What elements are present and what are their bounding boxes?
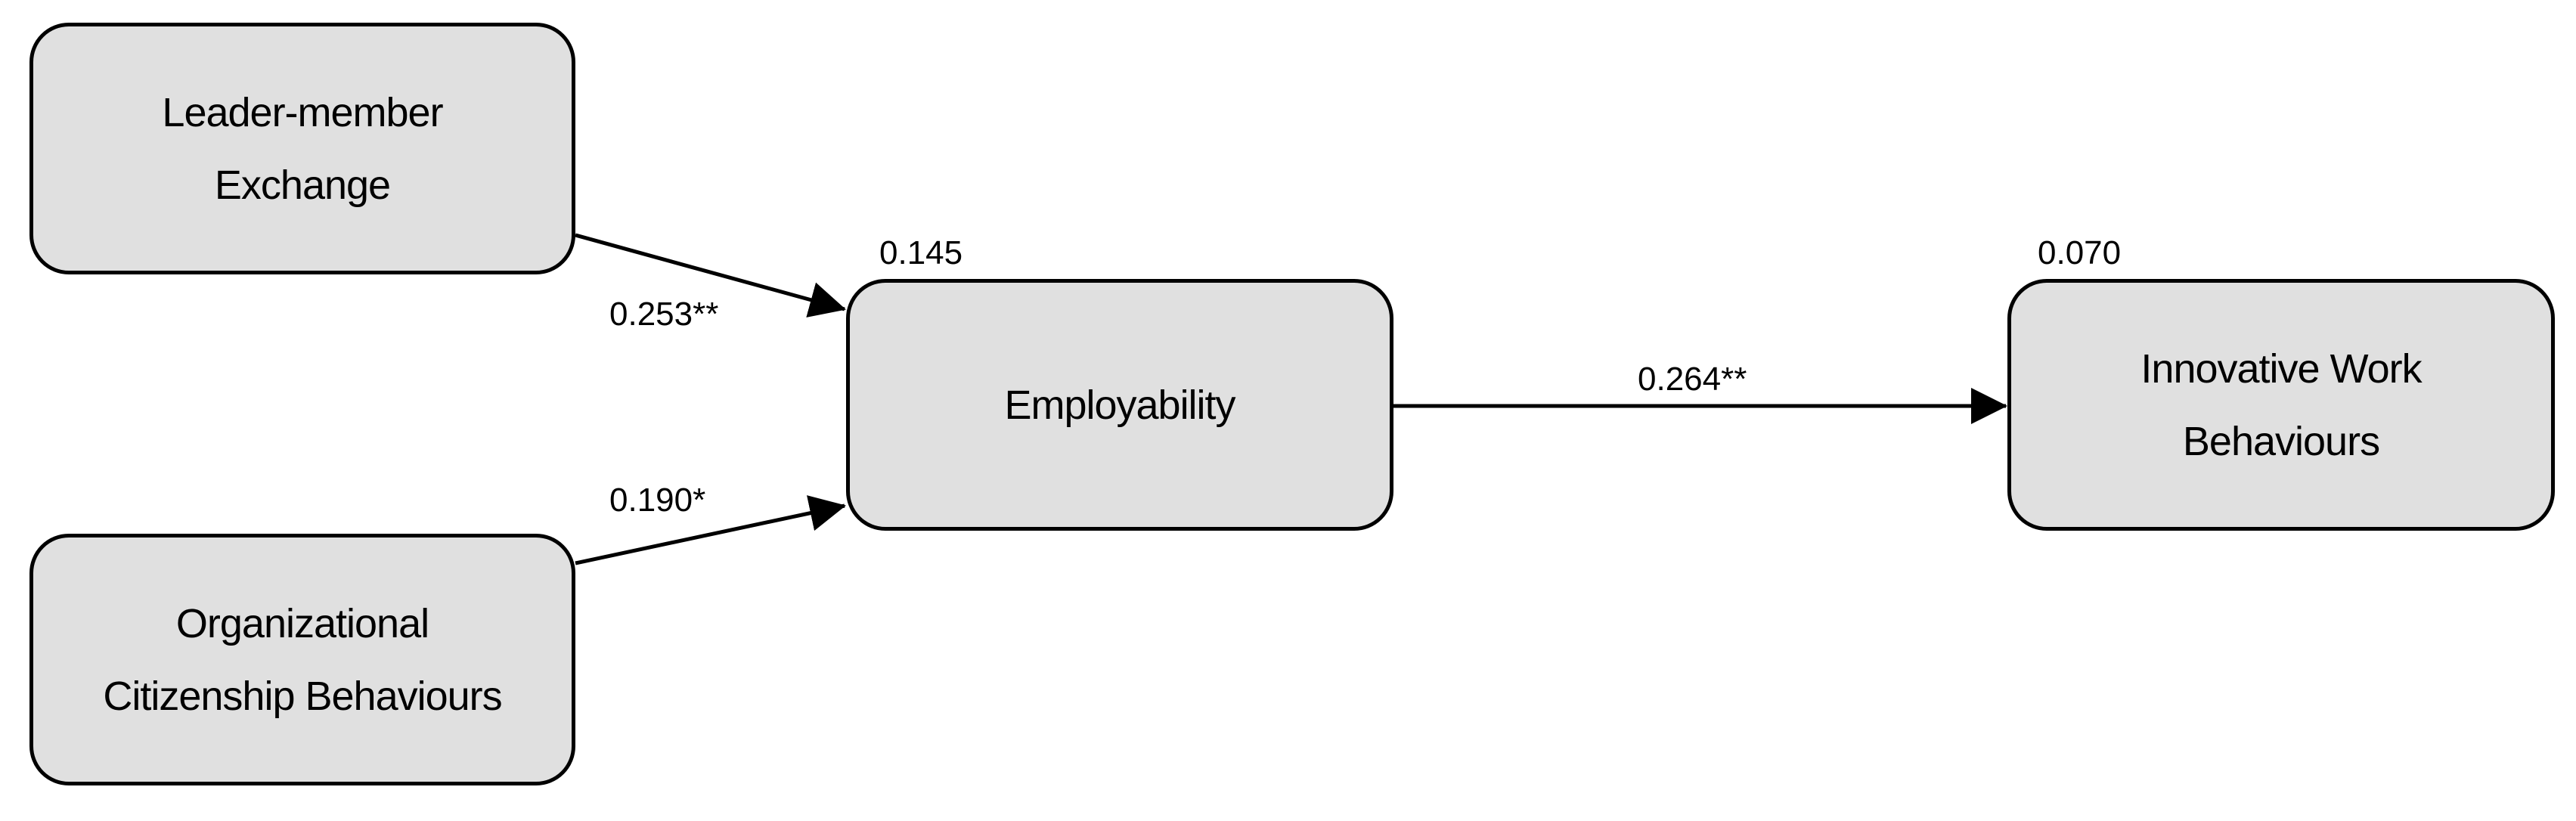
path-coefficient-ocb: 0.190* — [609, 482, 706, 519]
path-coefficient-lmx: 0.253** — [609, 296, 719, 333]
arrow-ocb-to-employability — [575, 495, 846, 565]
node-label: Leader-member Exchange — [162, 89, 443, 208]
r-squared-iwb: 0.070 — [2038, 234, 2122, 271]
node-label: Employability — [1004, 382, 1235, 428]
r-squared-employability: 0.145 — [879, 234, 963, 271]
node-employability: Employability — [846, 279, 1393, 531]
node-label: Innovative Work Behaviours — [2140, 345, 2422, 464]
node-innovative-work-behaviours: Innovative Work Behaviours — [2007, 279, 2555, 531]
node-label: Organizational Citizenship Behaviours — [103, 600, 502, 719]
path-coefficient-employability-iwb: 0.264** — [1638, 361, 1747, 398]
arrow-lmx-to-employability — [575, 233, 846, 318]
node-leader-member-exchange: Leader-member Exchange — [29, 23, 575, 274]
node-organizational-citizenship-behaviours: Organizational Citizenship Behaviours — [29, 534, 575, 785]
